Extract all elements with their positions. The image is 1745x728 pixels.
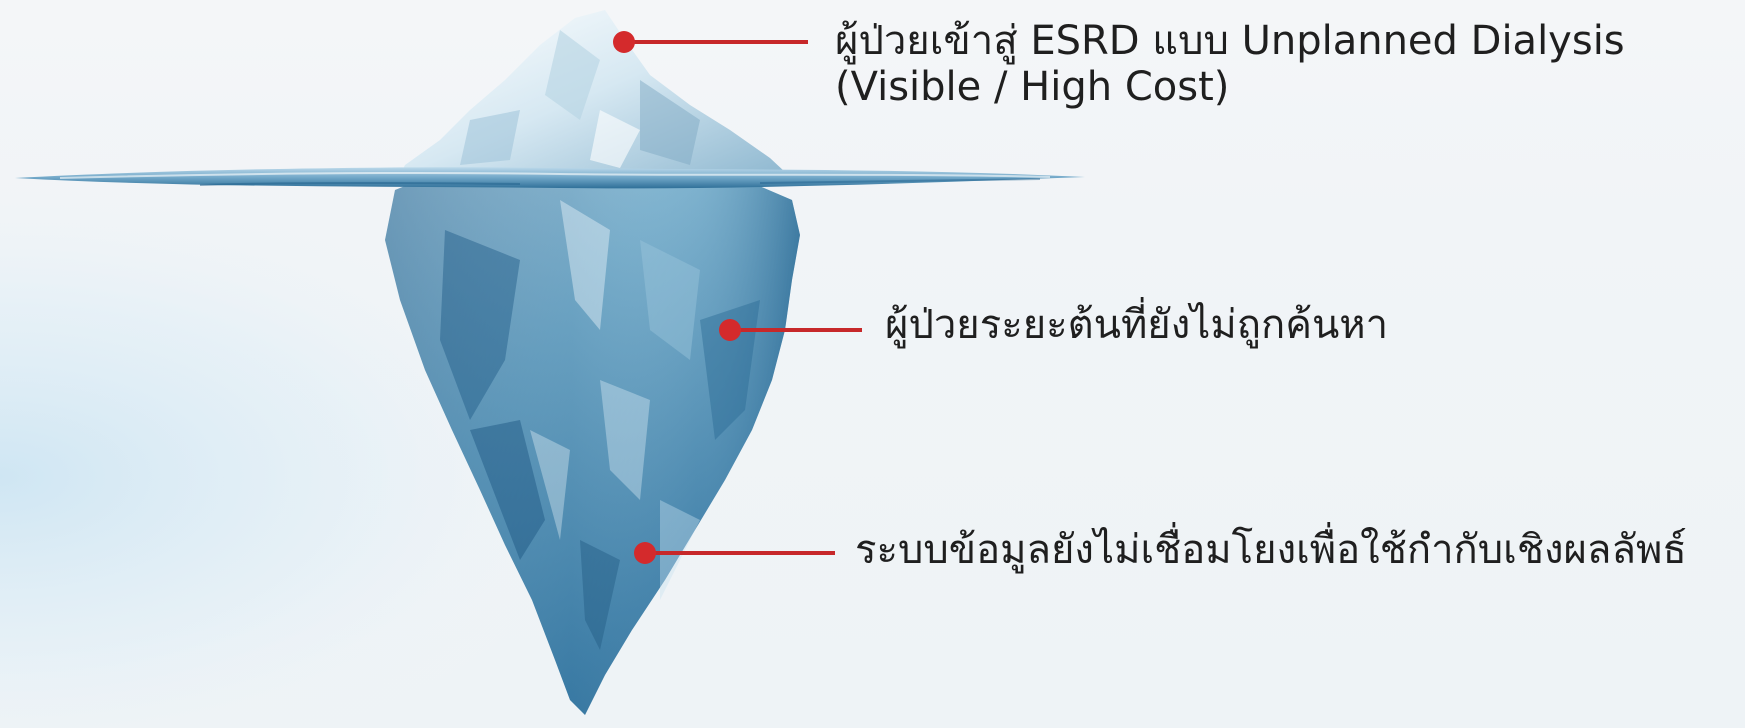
callout-dot-tip: [613, 31, 635, 53]
callout-label-tip: ผู้ป่วยเข้าสู่ ESRD แบบ Unplanned Dialys…: [835, 18, 1625, 110]
iceberg-tip: [400, 10, 785, 175]
callout-label-tip-line1: ผู้ป่วยเข้าสู่ ESRD แบบ Unplanned Dialys…: [835, 18, 1625, 64]
callout-dot-middle: [719, 319, 741, 341]
callout-connector-bottom: [634, 542, 835, 564]
iceberg-underwater: [385, 176, 800, 715]
callout-connector-tip: [613, 31, 808, 53]
callout-label-middle: ผู้ป่วยระยะต้นที่ยังไม่ถูกค้นหา: [885, 302, 1389, 348]
water-surface: [15, 167, 1085, 189]
callout-label-bottom: ระบบข้อมูลยังไม่เชื่อมโยงเพื่อใช้กำกับเช…: [855, 527, 1687, 573]
callout-dot-bottom: [634, 542, 656, 564]
callout-label-tip-line2: (Visible / High Cost): [835, 64, 1230, 110]
callout-connector-middle: [719, 319, 862, 341]
